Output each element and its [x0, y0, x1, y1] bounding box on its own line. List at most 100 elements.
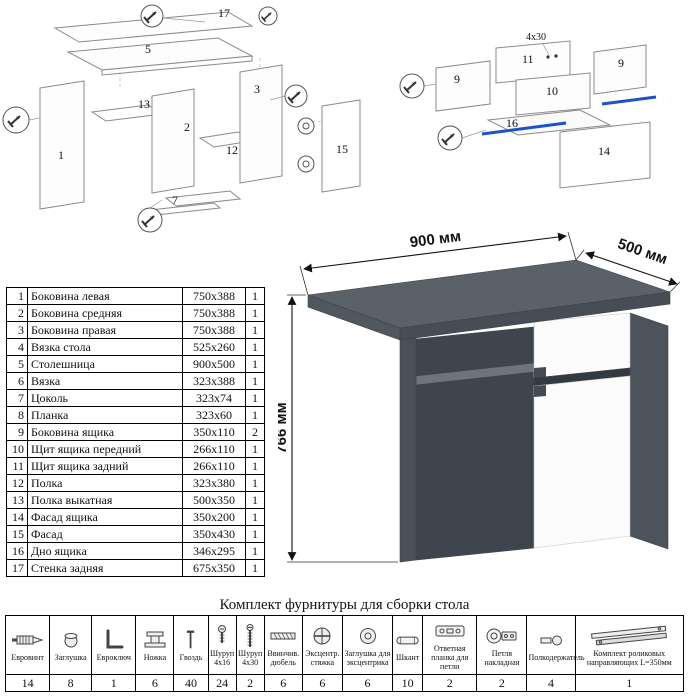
- parts-row: 7 Цоколь 323x74 1: [6, 389, 265, 407]
- part-name: Цоколь: [27, 389, 183, 407]
- part-size: 525x260: [182, 338, 246, 356]
- part-label-14: 14: [598, 144, 610, 158]
- hw-item-name: Полкодержатель: [528, 653, 585, 663]
- hw-item-name: Петля накладная: [484, 648, 520, 667]
- parts-row: 13 Полка выкатная 500x350 1: [6, 491, 265, 509]
- part-number: 7: [6, 389, 28, 407]
- parts-row: 15 Фасад 350x430 1: [6, 525, 265, 543]
- cabinet-door: [533, 375, 631, 549]
- desk-render-drawing: 900 мм 500 мм 766 мм: [273, 228, 681, 563]
- hw-item-polkoderzhatel: Полкодержатель: [526, 615, 585, 675]
- hw-qty: 2: [476, 674, 528, 692]
- part-qty: 1: [245, 355, 265, 373]
- dimension-height: 766 мм: [278, 402, 290, 453]
- part-size: 323x60: [182, 406, 246, 424]
- part-name: Стенка задняя: [27, 559, 183, 577]
- part-name: Полка выкатная: [27, 491, 183, 509]
- part-qty: 1: [245, 338, 265, 356]
- plinth-part: [164, 190, 242, 207]
- hw-item-gvozd: Гвоздь: [173, 615, 209, 675]
- hw-item-name: Евровинт: [11, 653, 44, 663]
- parts-row: 14 Фасад ящика 350x200 1: [6, 508, 265, 526]
- part-size: 323x74: [182, 389, 246, 407]
- hw-item-eurovint: Евровинт: [4, 615, 51, 675]
- part-name: Полка: [27, 474, 183, 492]
- hex-key-icon: [92, 626, 135, 654]
- part-label-9a: 9: [454, 72, 460, 86]
- parts-row: 3 Боковина правая 750x388 1: [6, 321, 265, 339]
- hw-qty: 40: [173, 674, 209, 692]
- hw-item-name: Евроключ: [96, 653, 131, 663]
- part-number: 3: [6, 321, 28, 339]
- hw-item-name: Шуруп 4x16: [209, 648, 235, 667]
- part-qty: 1: [245, 525, 265, 543]
- parts-table: 1 Боковина левая 750x388 1 2 Боковина ср…: [6, 287, 265, 577]
- exploded-desk-drawing: [2, 4, 361, 233]
- part-size: 266x110: [182, 440, 246, 458]
- part-qty: 1: [245, 457, 265, 475]
- part-size: 500x350: [182, 491, 246, 509]
- hardware-table: Евровинт Заглушка Евроключ: [4, 615, 685, 692]
- hw-qty: 24: [207, 674, 237, 692]
- part-label-13: 13: [138, 97, 150, 111]
- parts-row: 8 Планка 323x60 1: [6, 406, 265, 424]
- parts-row: 9 Боковина ящика 350x110 2: [6, 423, 265, 441]
- part-number: 15: [6, 525, 28, 543]
- hw-item-shkant: Шкант: [392, 615, 424, 675]
- screw-callouts: [2, 4, 308, 233]
- door-part: [321, 99, 361, 193]
- part-label-9b: 9: [618, 56, 624, 70]
- part-size: 323x388: [182, 372, 246, 390]
- hw-item-name: Заглушка для эксцентрика: [344, 648, 391, 667]
- part-qty: 1: [245, 491, 265, 509]
- part-name: Щит ящика задний: [27, 457, 183, 475]
- hw-item-name: Ножка: [143, 653, 167, 663]
- exploded-desk-diagram: 17 5 3 13 2 12 1 15 7: [0, 0, 395, 252]
- part-qty: 1: [245, 304, 265, 322]
- part-qty: 1: [245, 287, 265, 305]
- part-name: Дно ящика: [27, 542, 183, 560]
- part-number: 13: [6, 491, 28, 509]
- desk-render: 900 мм 500 мм 766 мм: [273, 210, 689, 592]
- desk-opening: [415, 326, 535, 561]
- dimension-width: 900 мм: [409, 228, 462, 251]
- hw-qty: 10: [392, 674, 424, 692]
- part-number: 5: [6, 355, 28, 373]
- part-label-12: 12: [226, 143, 238, 157]
- desk-right-side: [629, 312, 669, 550]
- drawer-side-left-part: [435, 60, 491, 112]
- part-size: 350x110: [182, 423, 246, 441]
- cam-cap-icon: [343, 622, 392, 650]
- parts-row: 17 Стенка задняя 675x350 1: [6, 559, 265, 577]
- hinge-callouts: [297, 117, 315, 173]
- hw-qty: 2: [235, 674, 265, 692]
- part-label-16: 16: [506, 116, 518, 130]
- part-name: Вязка стола: [27, 338, 183, 356]
- part-size: 675x350: [182, 559, 246, 577]
- hw-qty: 6: [263, 674, 303, 692]
- part-label-11: 11: [522, 52, 534, 66]
- part-qty: 1: [245, 542, 265, 560]
- hw-item-zaglushka-ekscentrika: Заглушка для эксцентрика: [341, 615, 394, 675]
- desk-left-panel-edge: [399, 337, 417, 563]
- hw-item-otvetnaya-planka: Ответная планка для петли: [422, 615, 478, 675]
- part-size: 266x110: [182, 457, 246, 475]
- hw-item-dyubel: Ввинчив. дюбель: [263, 615, 303, 675]
- hardware-header-row: Евровинт Заглушка Евроключ: [4, 615, 685, 675]
- hw-qty: 2: [422, 674, 478, 692]
- hw-item-petlya: Петля накладная: [476, 615, 528, 675]
- hardware-title: Комплект фурнитуры для сборки стола: [219, 597, 470, 613]
- left-side-part: [39, 80, 85, 210]
- hw-qty: 4: [526, 674, 576, 692]
- middle-side-part: [151, 88, 195, 194]
- hw-item-name: Ответная планка для петли: [431, 644, 469, 671]
- part-label-10: 10: [546, 84, 558, 98]
- parts-row: 6 Вязка 323x388 1: [6, 372, 265, 390]
- hw-qty: 6: [301, 674, 343, 692]
- right-side-part: [239, 64, 283, 184]
- part-size: 350x200: [182, 508, 246, 526]
- part-name: Боковина ящика: [27, 423, 183, 441]
- parts-row: 16 Дно ящика 346x295 1: [6, 542, 265, 560]
- part-size: 323x380: [182, 474, 246, 492]
- part-number: 9: [6, 423, 28, 441]
